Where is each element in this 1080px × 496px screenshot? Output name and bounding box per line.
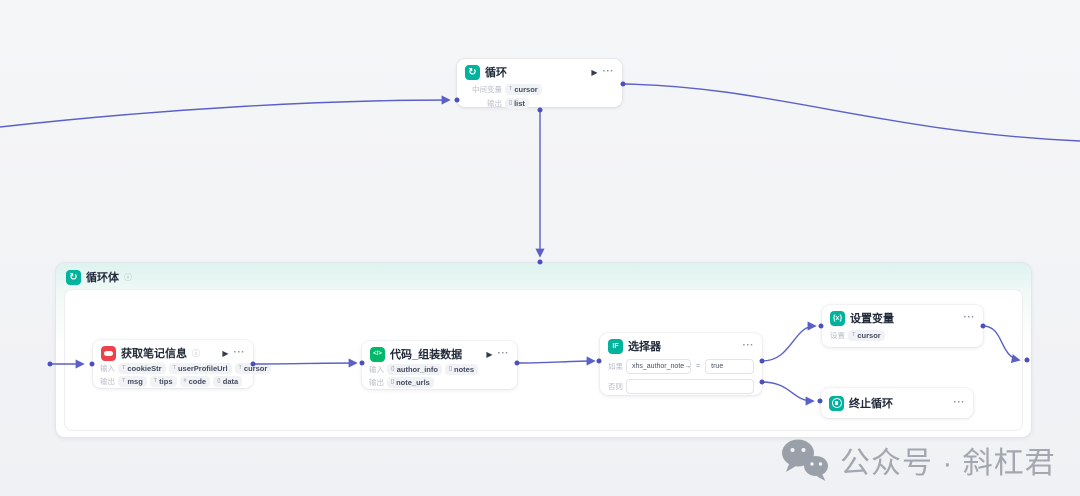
variable-tag[interactable]: []list	[505, 97, 529, 109]
condition-operator[interactable]: =	[696, 363, 701, 370]
wire-into-loop-node	[0, 95, 451, 128]
run-button[interactable]: ▶	[222, 348, 229, 358]
tag-label: notes	[454, 365, 475, 374]
more-menu-button[interactable]: ···	[963, 312, 975, 323]
condition-left-input[interactable]: xhs_author_note→	[626, 359, 692, 374]
tag-label: userProfileUrl	[177, 364, 228, 373]
tag-label: msg	[127, 377, 143, 386]
xiaohongshu-plugin-icon	[101, 345, 116, 361]
set-variable-title: 设置变量	[850, 313, 894, 325]
break-loop-icon	[829, 395, 844, 411]
info-icon[interactable]: ⓘ	[192, 348, 200, 358]
row-label: 中间变量	[472, 84, 502, 94]
type-icon: {}	[217, 378, 221, 384]
tag-label: cookieStr	[127, 364, 162, 373]
selector-title: 选择器	[628, 341, 661, 353]
row-label: 输出	[100, 377, 115, 386]
type-icon: T	[122, 365, 126, 371]
tag-label: cursor	[243, 364, 268, 373]
type-icon: []	[448, 366, 452, 372]
row-label: 输出	[369, 378, 384, 387]
row-label: 输出	[487, 98, 502, 108]
tag-label: note_urls	[396, 378, 430, 387]
more-menu-button[interactable]: ···	[742, 340, 754, 351]
row-label: 输入	[369, 365, 384, 374]
run-button[interactable]: ▶	[591, 67, 598, 77]
tag-label: cursor	[514, 84, 538, 94]
port-dot[interactable]	[47, 361, 53, 367]
tag-label: list	[514, 98, 525, 108]
row-label: 设置	[830, 331, 845, 340]
tag-label: code	[188, 377, 207, 386]
type-icon: T	[852, 332, 856, 338]
more-menu-button[interactable]: ···	[497, 348, 509, 359]
run-button[interactable]: ▶	[486, 349, 493, 359]
code-node-title: 代码_组装数据	[390, 349, 463, 361]
loop-icon: ↻	[66, 269, 81, 285]
condition-right-input[interactable]: true	[705, 359, 754, 374]
watermark-text: 公众号 · 斜杠君	[840, 447, 1056, 480]
type-icon: []	[509, 99, 513, 106]
tag-label: tips	[159, 377, 173, 386]
fetch-note-title: 获取笔记信息	[121, 348, 187, 360]
loop-body-header: ↻ 循环体 ⓘ	[56, 263, 1031, 291]
variable-tag[interactable]: []note_urls	[387, 377, 434, 388]
loop-node-title: 循环	[485, 67, 507, 79]
row-label: 如果	[608, 362, 623, 371]
more-menu-button[interactable]: ···	[233, 347, 245, 358]
wechat-icon	[782, 439, 828, 481]
more-menu-button[interactable]: ···	[602, 66, 614, 77]
type-icon: #	[183, 378, 187, 384]
type-icon: []	[391, 379, 395, 385]
variable-tag[interactable]: []notes	[444, 364, 479, 375]
variable-tag[interactable]: {}data	[213, 376, 243, 387]
tag-label: data	[222, 377, 239, 386]
row-label: 否则	[608, 382, 623, 391]
variable-tag[interactable]: {}author_info	[387, 364, 442, 375]
row-label: 输入	[100, 364, 115, 373]
loop-body-title: 循环体	[86, 272, 119, 284]
wire-loop-to-right	[622, 83, 1080, 142]
more-menu-button[interactable]: ···	[953, 397, 965, 408]
break-loop-node[interactable]: 终止循环 ···	[821, 388, 973, 418]
code-node[interactable]: </> 代码_组装数据 ▶ ··· 输入 {}author_info []not…	[362, 341, 517, 389]
type-icon: T	[509, 85, 513, 92]
type-icon: T	[122, 378, 126, 384]
if-icon: IF	[608, 338, 623, 354]
tag-label: author_info	[396, 365, 438, 374]
variable-tag[interactable]: #code	[179, 376, 211, 387]
else-input[interactable]	[626, 379, 754, 394]
selector-node[interactable]: IF 选择器 ··· 如果 xhs_author_note→ = true 否则	[600, 333, 762, 395]
type-icon: T	[172, 365, 176, 371]
type-icon: {}	[391, 366, 395, 372]
type-icon: T	[153, 378, 158, 384]
break-loop-title: 终止循环	[849, 398, 893, 410]
tag-label: cursor	[857, 331, 881, 340]
set-variable-icon: {x}	[830, 310, 845, 326]
loop-icon: ↻	[465, 64, 480, 80]
info-icon[interactable]: ⓘ	[124, 272, 132, 282]
watermark: 公众号 · 斜杠君	[779, 437, 1056, 483]
code-icon: </>	[370, 346, 385, 362]
type-icon: T	[238, 365, 242, 371]
